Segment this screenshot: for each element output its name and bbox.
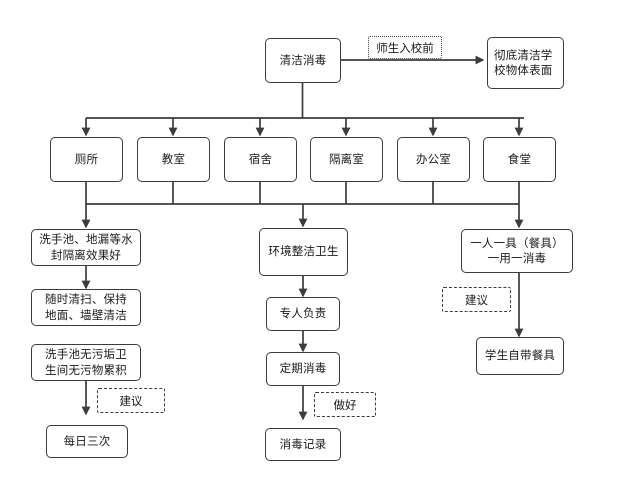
- node-label: 宿舍: [248, 151, 273, 166]
- annotation-before-entry: 师生入校前: [368, 36, 442, 59]
- node-location-office[interactable]: 办公室: [397, 137, 470, 182]
- node-location-dormitory[interactable]: 宿舍: [224, 137, 297, 182]
- node-left-step-2[interactable]: 随时清扫、保持 地面、墙壁清洁: [31, 289, 141, 326]
- node-label: 厕所: [74, 151, 99, 166]
- node-label: 教室: [161, 151, 186, 166]
- node-cleaning-disinfection[interactable]: 清洁消毒: [265, 38, 341, 83]
- node-right-step-2[interactable]: 学生自带餐具: [476, 337, 564, 375]
- node-mid-step-1[interactable]: 环境整洁卫生: [259, 228, 348, 276]
- node-label: 彻底清洁学 校物体表面: [494, 47, 553, 78]
- node-label: 专人负责: [279, 306, 327, 321]
- node-left-step-1[interactable]: 洗手池、地漏等水 封隔离效果好: [31, 229, 141, 266]
- node-label: 隔离室: [328, 151, 365, 166]
- node-location-toilet[interactable]: 厕所: [50, 137, 123, 182]
- annotation-label: 建议: [465, 292, 488, 307]
- node-label: 一人一具（餐具） 一用一消毒: [470, 235, 564, 266]
- annotation-middle-do-well: 做好: [314, 392, 376, 417]
- node-label: 学生自带餐具: [484, 348, 556, 363]
- annotation-left-suggestion: 建议: [97, 388, 165, 413]
- node-label: 洗手池、地漏等水 封隔离效果好: [39, 232, 133, 262]
- annotation-label: 做好: [333, 397, 357, 412]
- node-right-step-1[interactable]: 一人一具（餐具） 一用一消毒: [461, 229, 573, 273]
- node-label: 随时清扫、保持 地面、墙壁清洁: [45, 292, 127, 322]
- node-label: 消毒记录: [279, 436, 327, 451]
- node-left-step-4[interactable]: 每日三次: [46, 425, 128, 458]
- node-mid-step-3[interactable]: 定期消毒: [266, 352, 340, 386]
- node-thorough-surface-cleaning[interactable]: 彻底清洁学 校物体表面: [487, 37, 564, 89]
- node-mid-step-2[interactable]: 专人负责: [266, 297, 340, 331]
- node-location-classroom[interactable]: 教室: [137, 137, 210, 182]
- node-label: 食堂: [507, 151, 532, 166]
- node-label: 每日三次: [63, 433, 111, 448]
- node-left-step-3[interactable]: 洗手池无污垢卫 生间无污物累积: [31, 344, 141, 381]
- annotation-label: 建议: [119, 393, 143, 408]
- node-label: 清洁消毒: [279, 52, 327, 67]
- node-mid-step-4[interactable]: 消毒记录: [265, 428, 341, 461]
- node-location-canteen[interactable]: 食堂: [483, 137, 556, 182]
- annotation-right-suggestion: 建议: [442, 287, 511, 312]
- node-label: 办公室: [415, 151, 452, 166]
- node-label: 定期消毒: [279, 361, 327, 376]
- node-label: 洗手池无污垢卫 生间无污物累积: [45, 347, 127, 377]
- node-label: 环境整洁卫生: [268, 244, 339, 259]
- node-location-isolation-room[interactable]: 隔离室: [310, 137, 383, 182]
- annotation-label: 师生入校前: [376, 40, 434, 55]
